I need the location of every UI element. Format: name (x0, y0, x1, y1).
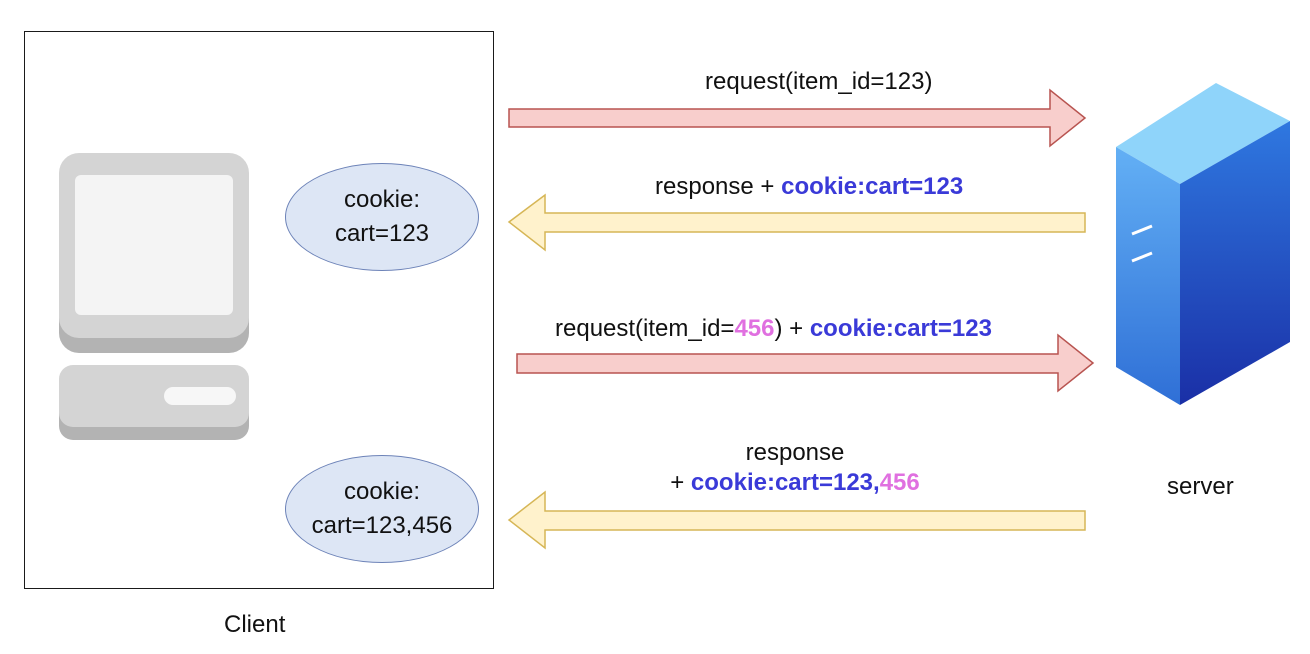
arrow-2-cookie: cookie:cart=123 (781, 173, 964, 200)
server-label: server (1167, 473, 1234, 500)
arrow-4-cookie: cookie:cart=123, (690, 469, 880, 496)
arrow-4-line2: + cookie:cart=123,456 (640, 468, 950, 498)
cookie-2-line1: cookie: (343, 478, 421, 505)
arrow-1-label: request(item_id=123) (705, 68, 932, 96)
client-label: Client (224, 611, 286, 638)
request-arrow-2 (516, 333, 1095, 393)
cookie-ellipse-2: cookie: cart=123,456 (285, 455, 479, 563)
arrow-1-text: request(item_id=123) (705, 68, 933, 95)
arrow-3-text-c: ) + (774, 315, 810, 342)
cookie-ellipse-1: cookie: cart=123 (285, 163, 479, 271)
cookie-1-line1: cookie: (343, 186, 421, 213)
arrow-3-text-a: request(item_id= (555, 315, 735, 342)
arrow-4-label: response + cookie:cart=123,456 (640, 438, 950, 498)
server-icon (1116, 83, 1290, 405)
arrow-3-new-item: 456 (734, 315, 775, 342)
response-arrow-1 (507, 193, 1086, 252)
arrow-2-text: response + (655, 173, 782, 200)
arrow-2-label: response + cookie:cart=123 (655, 173, 963, 201)
cookie-2-line2: cart=123,456 (311, 512, 453, 539)
computer-icon (59, 153, 249, 440)
request-arrow-1 (508, 88, 1087, 148)
arrow-3-label: request(item_id=456) + cookie:cart=123 (555, 315, 992, 343)
response-arrow-2 (507, 490, 1086, 550)
arrow-4-line1: response (745, 439, 845, 466)
arrow-4-new-item: 456 (879, 469, 920, 496)
cookie-1-line2: cart=123 (334, 220, 430, 247)
arrow-3-cookie: cookie:cart=123 (809, 315, 992, 342)
arrow-4-plus: + (670, 469, 691, 496)
